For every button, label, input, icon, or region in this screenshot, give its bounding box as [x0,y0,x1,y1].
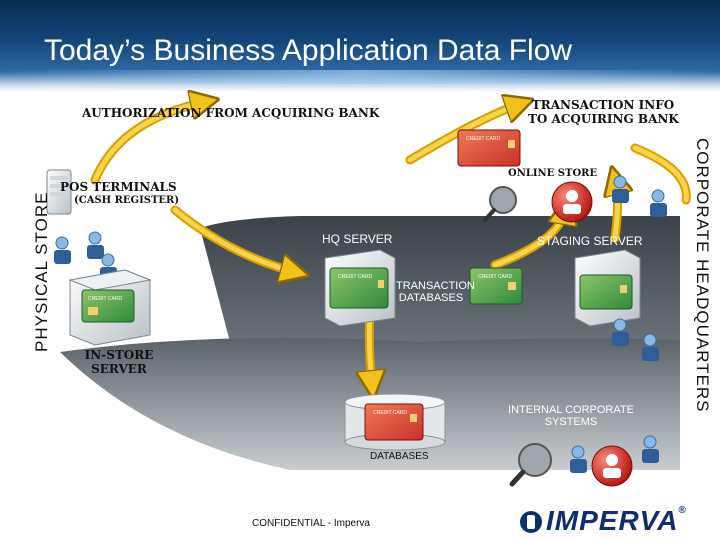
credit-card-icon [457,129,521,167]
label-transaction-databases: TRANSACTION DATABASES [396,280,475,304]
label-in-store-server: IN-STORE SERVER [84,348,154,376]
card-brand: CREDIT CARD [373,410,407,416]
hq-zone [200,216,680,347]
user-icon [87,231,104,259]
card-brand: CREDIT CARD [466,136,500,142]
label-internal-systems-line1: INTERNAL CORPORATE [508,404,634,416]
label-hq-server: HQ SERVER [322,232,393,246]
credit-card-icon [469,267,523,305]
label-transaction-databases-line2: DATABASES [398,292,464,304]
credit-card-icon [364,403,424,441]
label-transaction-info: TRANSACTION INFO TO ACQUIRING BANK [528,98,679,126]
red-circle-user-icon [591,445,633,487]
label-transaction-info-line1: TRANSACTION INFO [531,98,675,112]
user-icon [642,333,659,361]
red-circle-user-icon [551,181,593,223]
magnifier-icon [509,443,552,487]
credit-card-icon [81,289,135,323]
label-pos-terminals: POS TERMINALS [60,180,177,194]
label-transaction-info-line2: TO ACQUIRING BANK [528,112,679,126]
label-cash-register: (CASH REGISTER) [74,195,180,206]
label-in-store-server-line1: IN-STORE [84,348,154,362]
card-brand: CREDIT CARD [478,274,512,280]
user-icon [54,236,71,264]
label-internal-systems: INTERNAL CORPORATE SYSTEMS [498,404,644,428]
label-internal-systems-line2: SYSTEMS [544,416,598,428]
credit-card-icon [329,267,389,309]
server-icon [46,169,72,215]
logo-mark-icon [520,511,542,533]
slide-title: Today’s Business Application Data Flow [44,34,573,67]
label-online-store: ONLINE STORE [508,168,598,179]
label-transaction-databases-line1: TRANSACTION [396,280,475,292]
credit-card-icon [579,274,633,310]
label-corporate-hq: CORPORATE HEADQUARTERS [693,138,712,413]
card-brand: CREDIT CARD [338,274,372,280]
label-authorization: AUTHORIZATION FROM ACQUIRING BANK [82,106,380,120]
user-icon [642,435,659,463]
imperva-logo: IMPERVA® [520,505,687,537]
user-icon [612,318,629,346]
logo-text: IMPERVA [546,505,679,536]
header-glow [0,70,720,84]
logo-registered: ® [678,505,687,516]
label-physical-store: PHYSICAL STORE [32,191,51,352]
magnifier-icon [483,186,517,222]
user-icon [650,189,667,217]
label-in-store-server-line2: SERVER [91,362,147,376]
label-databases: DATABASES [370,451,429,462]
user-icon [612,175,629,203]
user-icon [570,445,587,473]
card-brand: CREDIT CARD [88,296,122,302]
label-staging-server: STAGING SERVER [537,234,643,248]
footer-confidential: CONFIDENTIAL - Imperva [252,518,370,529]
